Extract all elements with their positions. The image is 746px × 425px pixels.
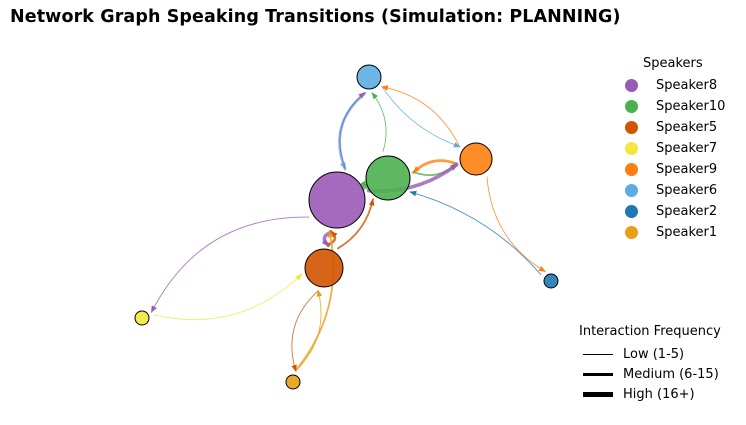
legend-item-speaker1: Speaker1	[625, 222, 717, 242]
edge-speaker2-to-speaker10	[409, 190, 542, 276]
legend-swatch	[625, 183, 638, 197]
frequency-line-swatch	[583, 372, 613, 376]
frequency-legend-title: Interaction Frequency	[579, 324, 721, 339]
legend-swatch	[625, 99, 638, 113]
legend-item-speaker2: Speaker2	[625, 201, 717, 221]
edge-speaker10-to-speaker8	[360, 180, 369, 191]
legend-swatch	[625, 162, 638, 176]
legend-label: Speaker7	[656, 140, 718, 156]
edge-speaker10-to-speaker6	[371, 92, 387, 152]
edge-speaker9-to-speaker6	[381, 85, 460, 147]
frequency-legend-item: Medium (6-15)	[583, 364, 719, 384]
edge-speaker7-to-speaker5	[153, 273, 303, 321]
edge-speaker8-to-speaker7	[150, 216, 310, 313]
frequency-legend-item: High (16+)	[583, 384, 695, 404]
legend-label: Speaker5	[656, 119, 718, 135]
node-speaker7	[134, 310, 150, 326]
legend-item-speaker7: Speaker7	[625, 138, 717, 158]
node-speaker1	[285, 374, 301, 390]
legend-label: Speaker2	[656, 203, 718, 219]
nodes	[134, 64, 559, 390]
legend-label: Speaker10	[656, 98, 726, 114]
legend-swatch	[625, 78, 638, 92]
node-speaker5	[304, 248, 344, 288]
legend-item-speaker5: Speaker5	[625, 117, 717, 137]
frequency-label: Medium (6-15)	[623, 366, 719, 382]
edge-speaker1-to-speaker5	[295, 289, 323, 371]
legend-swatch	[625, 225, 638, 239]
legend-swatch	[625, 120, 638, 134]
edge-speaker9-to-speaker2	[486, 176, 546, 273]
legend-label: Speaker8	[656, 77, 718, 93]
frequency-label: Low (1-5)	[623, 346, 685, 362]
legend-item-speaker9: Speaker9	[625, 159, 717, 179]
speakers-legend-title: Speakers	[643, 56, 703, 71]
chart-title: Network Graph Speaking Transitions (Simu…	[10, 7, 621, 27]
frequency-label: High (16+)	[623, 386, 695, 402]
edge-speaker6-to-speaker8	[338, 92, 367, 171]
edge-speaker8-to-speaker6	[339, 92, 366, 169]
legend-label: Speaker1	[656, 224, 718, 240]
edge-speaker5-to-speaker10	[337, 198, 375, 250]
legend-label: Speaker6	[656, 182, 718, 198]
edges	[150, 85, 546, 373]
node-speaker8	[308, 171, 366, 229]
node-speaker9	[459, 142, 493, 176]
frequency-line-swatch	[583, 353, 613, 355]
edge-speaker1-to-speaker8	[294, 230, 335, 372]
legend-swatch	[625, 141, 638, 155]
node-speaker2	[543, 273, 559, 289]
legend-item-speaker8: Speaker8	[625, 75, 717, 95]
node-speaker10	[365, 155, 411, 201]
edge-speaker9-to-speaker10	[412, 159, 457, 174]
legend-item-speaker6: Speaker6	[625, 180, 717, 200]
legend-item-speaker10: Speaker10	[625, 96, 725, 116]
node-speaker6	[356, 64, 382, 90]
frequency-line-swatch	[583, 391, 613, 397]
frequency-legend-item: Low (1-5)	[583, 344, 684, 364]
edge-speaker6-to-speaker9	[382, 86, 461, 148]
edge-speaker5-to-speaker1	[291, 290, 319, 373]
legend-label: Speaker9	[656, 161, 718, 177]
legend-swatch	[625, 204, 638, 218]
